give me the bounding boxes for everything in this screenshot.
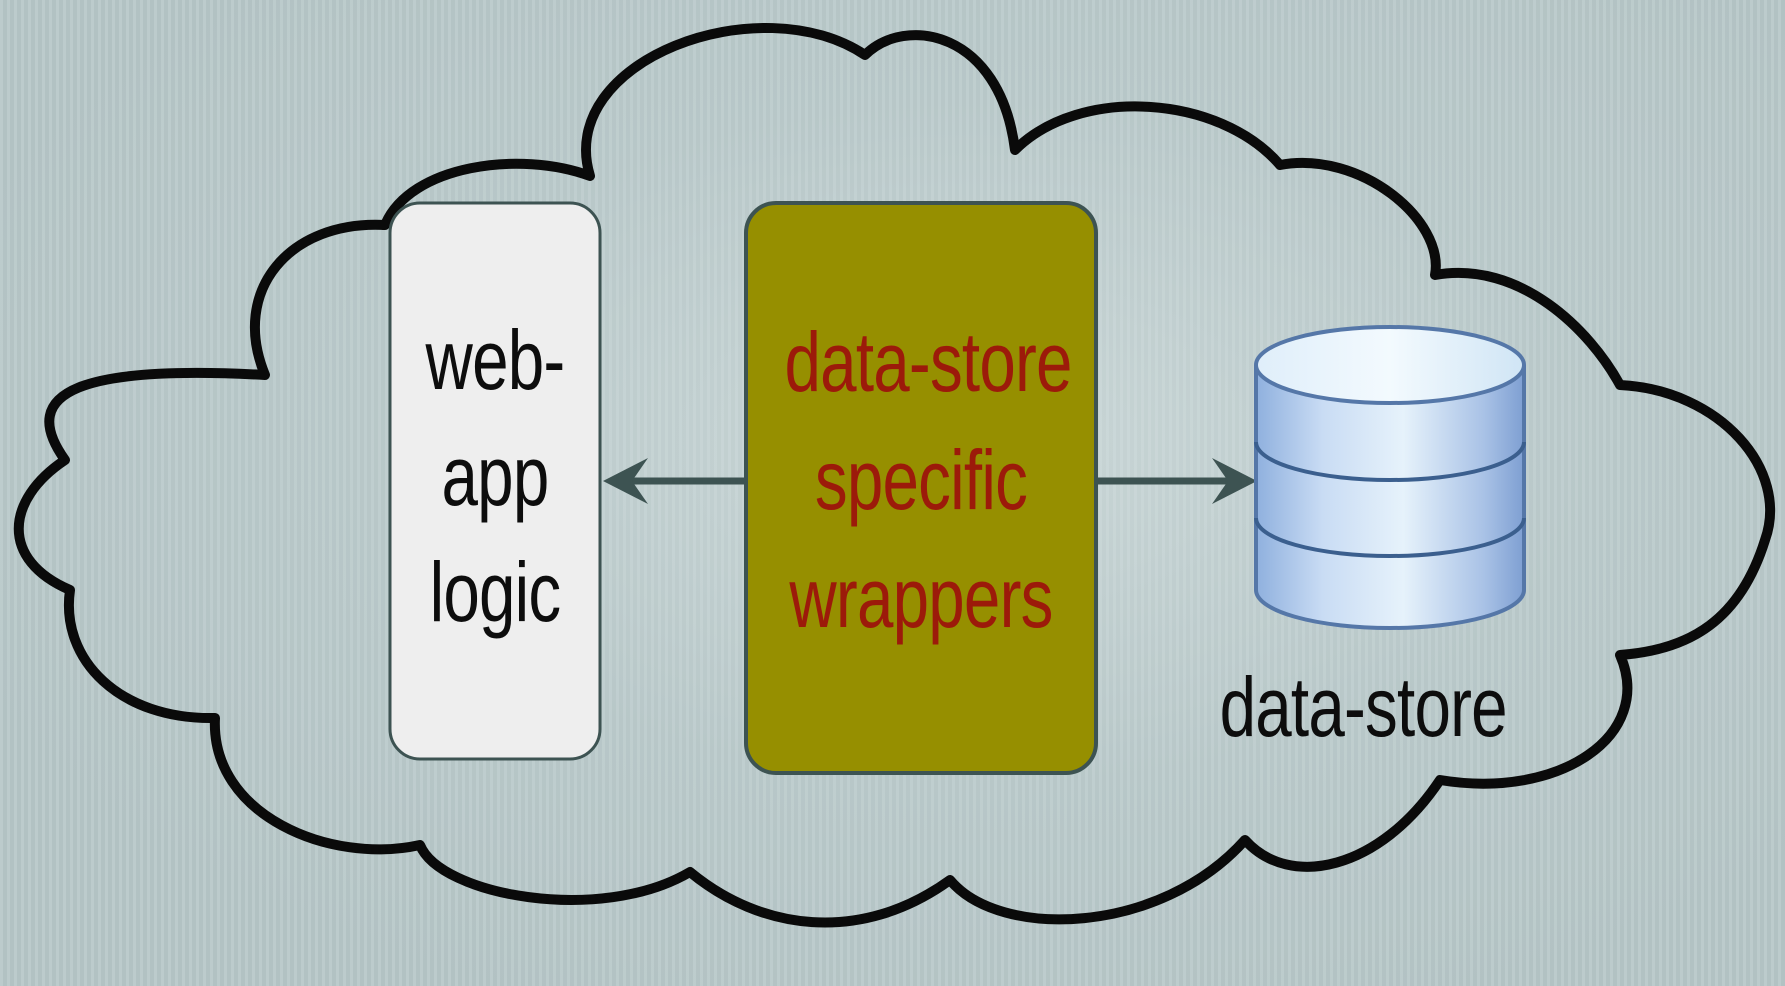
- database-icon: [1254, 325, 1526, 630]
- wrappers-label: data-store specific wrappers: [784, 315, 1073, 674]
- webapp-label-line-2: app: [441, 429, 550, 523]
- wrappers-box: [744, 201, 1098, 775]
- datastore-label: data-store: [1219, 660, 1508, 754]
- wrappers-label-line-1: data-store: [784, 315, 1073, 409]
- webapp-logic-box: [388, 201, 602, 761]
- arrow-head-right: [1212, 458, 1257, 504]
- webapp-label-line-3: logic: [429, 545, 562, 639]
- webapp-label-line-1: web-: [425, 313, 566, 407]
- cloud-outline: [13, 22, 1775, 928]
- wrappers-label-line-2: specific: [814, 433, 1028, 527]
- webapp-logic-label: web- app logic: [413, 318, 577, 666]
- arrow-head-left: [603, 458, 648, 504]
- wrappers-label-line-3: wrappers: [789, 551, 1053, 645]
